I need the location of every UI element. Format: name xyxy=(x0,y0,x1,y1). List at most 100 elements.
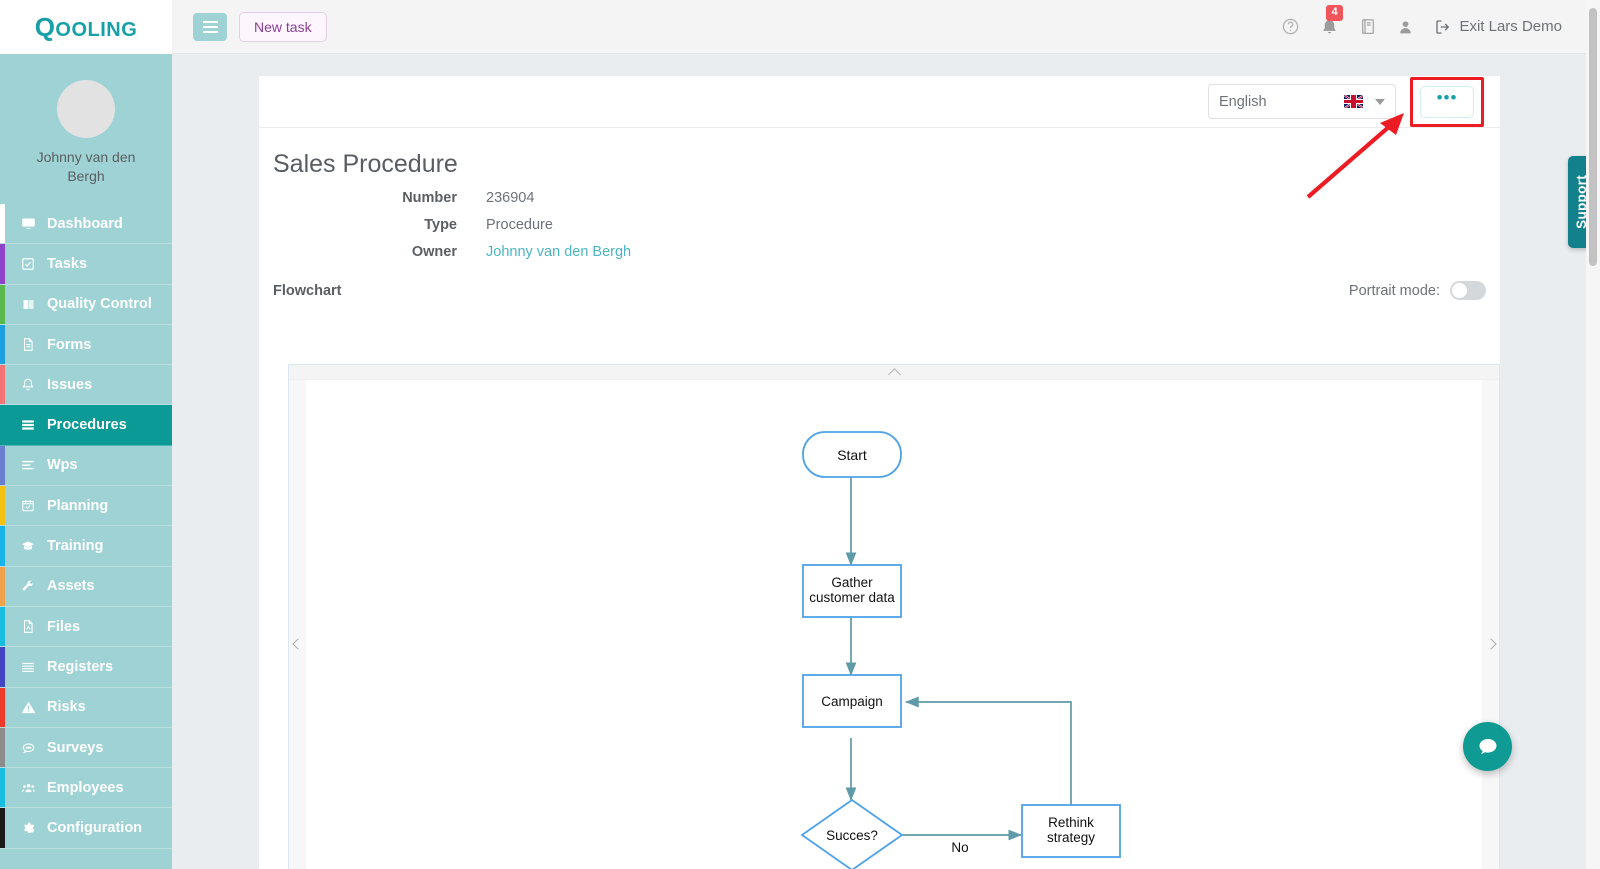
flowchart-canvas[interactable]: Start Gather customer data Campaign Succ… xyxy=(306,380,1482,869)
help-circle-icon[interactable] xyxy=(1281,17,1300,36)
page-scrollbar-thumb[interactable] xyxy=(1589,8,1597,266)
sidebar-item-issues[interactable]: Issues xyxy=(0,365,172,406)
exit-icon xyxy=(1436,19,1450,34)
notification-badge: 4 xyxy=(1326,5,1343,21)
sidebar-item-accent xyxy=(0,324,5,365)
sidebar-item-risks[interactable]: Risks xyxy=(0,687,172,728)
sidebar-item-accent xyxy=(0,647,5,687)
flowchart-svg: Start Gather customer data Campaign Succ… xyxy=(800,431,1121,869)
sidebar-item-label: Dashboard xyxy=(47,215,123,232)
sidebar-item-label: Forms xyxy=(47,336,92,353)
language-select[interactable]: English xyxy=(1208,84,1396,119)
user-avatar-icon xyxy=(57,80,115,139)
sidebar-item-accent xyxy=(0,405,5,445)
sidebar-item-employees[interactable]: Employees xyxy=(0,768,172,809)
sidebar-item-accent xyxy=(0,526,5,566)
meta-label: Number xyxy=(402,190,457,206)
file-text-icon xyxy=(18,337,38,352)
sidebar-item-accent xyxy=(0,365,5,405)
sidebar-item-label: Assets xyxy=(47,578,95,595)
sidebar-item-label: Risks xyxy=(47,699,86,716)
sidebar-item-label: Planning xyxy=(47,497,109,514)
sidebar-profile[interactable]: Johnny van den Bergh xyxy=(0,54,172,204)
sidebar-profile-name: Johnny van den Bergh xyxy=(36,149,136,184)
bell-icon xyxy=(18,377,38,392)
flow-node-succes xyxy=(800,798,904,869)
sidebar-item-procedures[interactable]: Procedures xyxy=(0,405,172,446)
sidebar-item-label: Quality Control xyxy=(47,296,152,313)
lines-icon xyxy=(18,660,38,674)
sidebar-item-accent xyxy=(0,445,5,486)
uk-flag-icon xyxy=(1344,95,1363,108)
brand-logo-q: Q xyxy=(34,11,56,42)
language-select-value: English xyxy=(1219,93,1267,110)
page-scrollbar-track[interactable] xyxy=(1586,0,1600,869)
monitor-icon xyxy=(18,216,38,231)
flowchart-connectors xyxy=(845,477,1072,841)
flowchart-label: Flowchart xyxy=(273,282,342,299)
more-options-button[interactable]: ••• xyxy=(1420,85,1474,118)
sidebar-item-planning[interactable]: Planning xyxy=(0,486,172,527)
more-button-highlight: ••• xyxy=(1410,76,1484,127)
sidebar-item-accent xyxy=(0,808,5,848)
sidebar-item-surveys[interactable]: Surveys xyxy=(0,727,172,769)
portrait-mode-toggle[interactable] xyxy=(1450,281,1486,300)
top-bar: New task 4 Exit xyxy=(172,0,1600,54)
portrait-mode-label: Portrait mode: xyxy=(1348,282,1440,299)
meta-value[interactable]: Johnny van den Bergh xyxy=(486,244,632,260)
chevron-right-icon xyxy=(1484,638,1497,650)
exit-demo-label: Exit Lars Demo xyxy=(1459,18,1562,35)
sidebar-item-accent xyxy=(0,284,5,324)
sidebar-item-label: Files xyxy=(47,618,81,635)
sidebar-item-quality-control[interactable]: Quality Control xyxy=(0,284,172,325)
book-open-icon xyxy=(18,297,38,312)
chat-bubble-icon[interactable] xyxy=(1463,722,1512,771)
chevron-left-icon xyxy=(291,638,304,650)
flow-node-campaign xyxy=(802,674,902,728)
flow-node-rethink-label-2: strategy xyxy=(1047,830,1095,845)
flow-node-gather xyxy=(802,564,902,618)
flowchart-header: Flowchart Portrait mode: xyxy=(273,281,1486,300)
brand-logo-text: QOOLING xyxy=(35,12,138,43)
sidebar-item-forms[interactable]: Forms xyxy=(0,324,172,366)
sidebar-item-label: Employees xyxy=(47,779,124,796)
flow-node-rethink-label-1: Rethink xyxy=(1048,815,1094,830)
sidebar-item-files[interactable]: Files xyxy=(0,606,172,648)
hamburger-icon[interactable] xyxy=(193,12,227,41)
sidebar-item-configuration[interactable]: Configuration xyxy=(0,808,172,849)
users-icon xyxy=(18,781,38,795)
bell-icon[interactable]: 4 xyxy=(1320,5,1343,36)
sidebar-item-accent xyxy=(0,244,5,284)
flow-node-start xyxy=(802,431,902,478)
sidebar-item-accent xyxy=(0,768,5,808)
wrench-icon xyxy=(18,579,38,594)
sidebar-item-tasks[interactable]: Tasks xyxy=(0,244,172,285)
sidebar-item-assets[interactable]: Assets xyxy=(0,566,172,607)
sidebar-item-dashboard[interactable]: Dashboard xyxy=(0,204,172,245)
flow-node-gather-label-2: customer data xyxy=(809,590,895,605)
sidebar-item-registers[interactable]: Registers xyxy=(0,647,172,688)
exit-demo-button[interactable]: Exit Lars Demo xyxy=(1434,18,1562,36)
book-icon[interactable] xyxy=(1359,17,1377,36)
sidebar-item-label: Registers xyxy=(47,658,114,675)
sidebar-item-label: Issues xyxy=(47,376,93,393)
meta-label: Type xyxy=(424,217,457,233)
sidebar-item-training[interactable]: Training xyxy=(0,526,172,567)
comment-icon xyxy=(18,741,38,755)
flowchart-collapse-button[interactable] xyxy=(289,365,1499,381)
meta-value: Procedure xyxy=(486,217,553,233)
sidebar-item-wps[interactable]: Wps xyxy=(0,445,172,487)
flow-node-rethink xyxy=(1021,804,1121,858)
user-icon[interactable] xyxy=(1397,18,1414,36)
flow-node-succes-label: Succes? xyxy=(826,828,878,843)
sidebar-item-accent xyxy=(0,566,5,606)
sidebar-item-accent xyxy=(0,606,5,647)
flowchart-prev-button[interactable] xyxy=(289,380,306,869)
flowchart-next-button[interactable] xyxy=(1482,380,1499,869)
new-task-button[interactable]: New task xyxy=(239,11,327,42)
sidebar-item-accent xyxy=(0,687,5,727)
brand-logo[interactable]: QOOLING xyxy=(0,0,172,54)
